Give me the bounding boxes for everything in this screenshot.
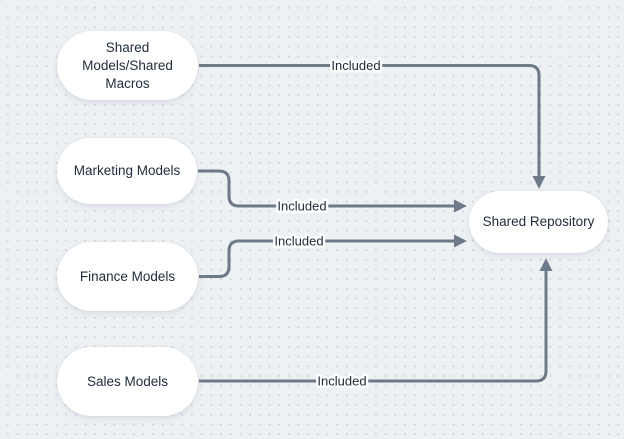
node-shared-repository: Shared Repository	[469, 191, 608, 253]
node-label: Sales Models	[86, 373, 169, 389]
edge-finance-to-repository	[199, 234, 467, 278]
edge-sales-to-repository	[199, 258, 553, 383]
edge-shared-models-to-repository	[199, 64, 546, 189]
node-finance-models: Finance Models	[57, 242, 198, 311]
node-label-line: Macros	[105, 75, 150, 91]
node-sales-models: Sales Models	[57, 347, 198, 416]
edge-label-included: Included	[277, 199, 326, 214]
edge-label-included: Included	[331, 58, 380, 73]
node-marketing-models: Marketing Models	[57, 138, 197, 204]
edge-label-included: Included	[274, 234, 323, 249]
node-label: Shared Models/Shared Macros	[82, 39, 173, 93]
node-shared-models-shared-macros: Shared Models/Shared Macros	[57, 31, 198, 100]
edge-label-included: Included	[317, 374, 366, 389]
node-label: Shared Repository	[482, 214, 595, 229]
node-label-line: Models/Shared	[82, 57, 173, 73]
node-label: Marketing Models	[73, 163, 181, 178]
node-label: Finance Models	[79, 268, 176, 284]
node-label-line: Shared	[105, 39, 150, 55]
edge-marketing-to-repository	[198, 169, 467, 213]
